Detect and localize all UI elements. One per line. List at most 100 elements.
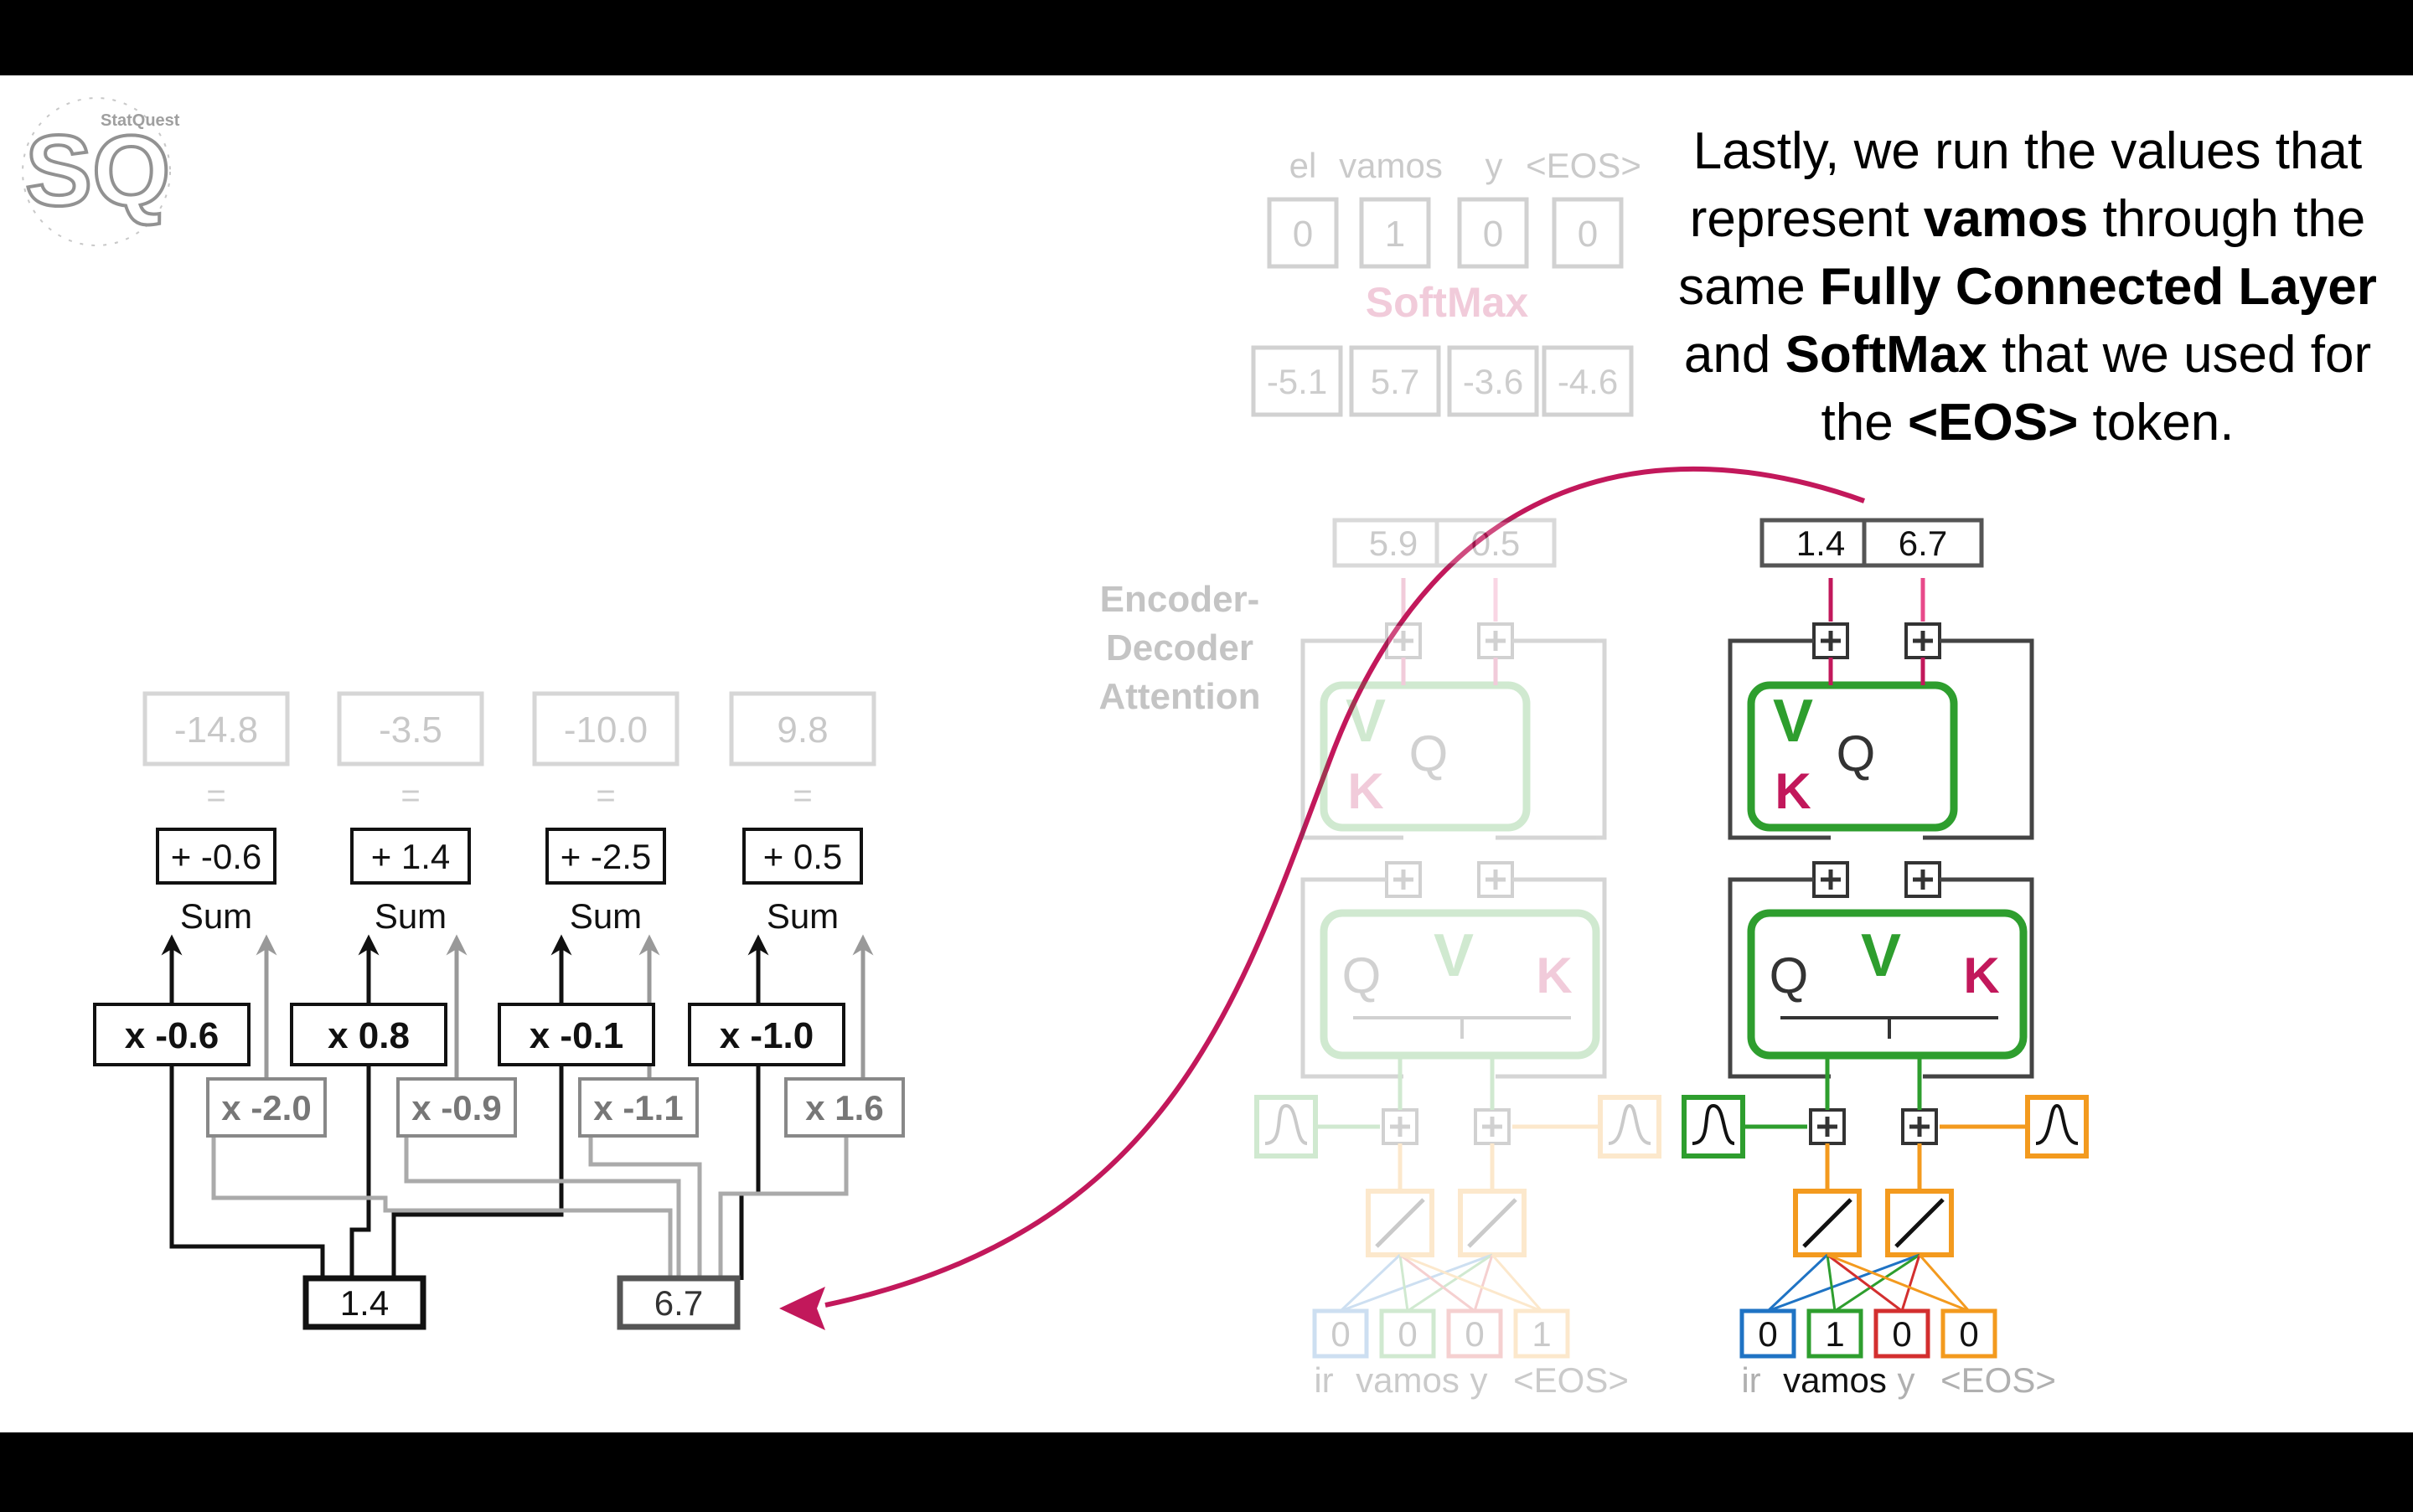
fc-weight-top-text: x -0.1 <box>530 1015 624 1056</box>
decoder-residual-value-text: 6.7 <box>1899 524 1947 563</box>
positional-encoding-sine-icon <box>1254 1095 1318 1159</box>
decoder-residual-value: 0.5 <box>1434 518 1557 568</box>
faded-fc-output-text: -5.1 <box>1267 362 1327 401</box>
residual-connection <box>1300 638 1403 840</box>
decoder-residual-value-text: 5.9 <box>1369 524 1418 563</box>
onehot-input-box: 0 <box>1312 1308 1369 1359</box>
onehot-input-box-text: 1 <box>1532 1314 1551 1354</box>
logo-letters: SQ <box>25 115 170 227</box>
onehot-input-box: 1 <box>1806 1308 1863 1359</box>
fc-equals-sign: = <box>206 777 225 814</box>
input-token-label: y <box>1898 1360 1915 1400</box>
faded-softmax-label: SoftMax <box>1366 279 1529 326</box>
fc-weight-top-text: x -0.6 <box>125 1015 220 1056</box>
value-letter: V <box>1346 688 1386 755</box>
decoder-residual-value: 1.4 <box>1759 518 1882 568</box>
logo-banner: StatQuest <box>101 111 180 130</box>
encoder-decoder-attention-label: Decoder <box>1106 627 1253 668</box>
fc-output-faded-text: -3.5 <box>379 710 442 751</box>
input-token-label: <EOS> <box>1940 1360 2056 1400</box>
query-letter: Q <box>1409 725 1449 782</box>
embedding-weight-line <box>1473 1254 1494 1312</box>
embedding-weight-line <box>1918 1254 1971 1312</box>
fc-sum-label: Sum <box>570 896 642 936</box>
embedding-weight-line <box>1339 1253 1402 1313</box>
fc-weight-top: x 0.8 <box>290 1003 447 1066</box>
fc-input-2-text: 6.7 <box>654 1283 703 1323</box>
onehot-input-box: 0 <box>1873 1308 1930 1359</box>
fc-weight-bottom-text: x -1.1 <box>593 1088 683 1128</box>
key-letter: K <box>1963 947 1999 1004</box>
fc-bias-box-text: + 0.5 <box>763 837 843 876</box>
fc-equals-sign: = <box>596 777 615 814</box>
onehot-input-box-text: 0 <box>1959 1314 1978 1354</box>
decoder-add-node <box>1901 1108 1938 1145</box>
fc-weight-bottom: x -2.0 <box>206 1077 327 1138</box>
embedding-to-attention-line <box>1398 1055 1495 1110</box>
faded-onehot-output: 0 <box>1552 197 1624 269</box>
fc-input-1-text: 1.4 <box>340 1283 389 1323</box>
top-letterbox <box>0 0 2413 75</box>
embedding-weight-line <box>1766 1253 1829 1313</box>
encoder-decoder-attention-label: Attention <box>1098 676 1260 717</box>
faded-onehot-output-text: 0 <box>1578 214 1598 255</box>
decoder-add-node <box>1474 1108 1511 1145</box>
fc-wires <box>161 934 874 1280</box>
onehot-input-box-text: 0 <box>1758 1314 1777 1354</box>
fc-sum-label: Sum <box>180 896 252 936</box>
cosine-wave <box>1608 1103 1651 1145</box>
embedding-weight-line <box>1340 1253 1493 1313</box>
onehot-input-box-text: 0 <box>1892 1314 1911 1354</box>
sine-wave <box>1692 1103 1735 1145</box>
input-token-label: vamos <box>1783 1360 1887 1400</box>
onehot-input-box-text: 0 <box>1465 1314 1484 1354</box>
fc-equals-sign: = <box>400 777 420 814</box>
fc-output-faded: -14.8 <box>142 691 290 766</box>
fc-weight-top-text: x 0.8 <box>328 1015 410 1056</box>
fc-weight-bottom: x -0.9 <box>396 1077 517 1138</box>
fc-output-faded: -3.5 <box>337 691 484 766</box>
residual-connection <box>1728 638 1831 840</box>
faded-onehot-output-text: 0 <box>1483 214 1503 255</box>
word-embedding-node <box>1458 1189 1527 1257</box>
input-token-label: <EOS> <box>1513 1360 1629 1400</box>
attention-bracket <box>1780 1016 1998 1039</box>
decoder-residual-value-text: 1.4 <box>1796 524 1845 563</box>
fc-weight-top-text: x -1.0 <box>720 1015 814 1056</box>
fc-input-1: 1.4 <box>302 1275 426 1330</box>
fc-output-faded: 9.8 <box>729 691 876 766</box>
fc-input-2: 6.7 <box>617 1275 741 1330</box>
word-embedding-node <box>1885 1189 1954 1257</box>
embedding-to-attention-line <box>1825 1055 1922 1110</box>
embedding-weight-line <box>1827 1253 1970 1313</box>
decoder-add-node <box>1812 622 1849 659</box>
faded-onehot-output: 0 <box>1267 197 1339 269</box>
bottom-letterbox <box>0 1432 2413 1508</box>
fc-weight-top: x -0.6 <box>93 1003 251 1066</box>
faded-onehot-output-text: 1 <box>1385 214 1405 255</box>
self-attention-block <box>1747 909 2028 1060</box>
faded-onehot-output-text: 0 <box>1293 214 1313 255</box>
encoder-decoder-attention-label: Encoder- <box>1100 579 1260 620</box>
fc-output-faded-text: -10.0 <box>564 710 648 751</box>
fc-weight-top: x -0.1 <box>498 1003 655 1066</box>
query-letter: Q <box>1837 725 1876 782</box>
fc-weight-top: x -1.0 <box>688 1003 845 1066</box>
self-attention-block <box>1320 909 1600 1060</box>
fc-bias-box: + -2.5 <box>545 828 666 885</box>
embedding-weight-line <box>1834 1253 1920 1313</box>
faded-fc-output: -5.1 <box>1251 345 1343 417</box>
fc-bias-box: + 1.4 <box>350 828 471 885</box>
faded-output-token: <EOS> <box>1526 146 1641 185</box>
encoder-decoder-attention-block <box>1320 681 1531 832</box>
decoder-residual-value: 5.9 <box>1332 518 1455 568</box>
value-letter: V <box>1861 922 1901 989</box>
input-token-label: ir <box>1741 1360 1760 1400</box>
fc-weight-bottom-text: x 1.6 <box>805 1088 883 1128</box>
fc-bias-box-text: + -0.6 <box>171 837 262 876</box>
residual-connection <box>1923 877 2034 1079</box>
